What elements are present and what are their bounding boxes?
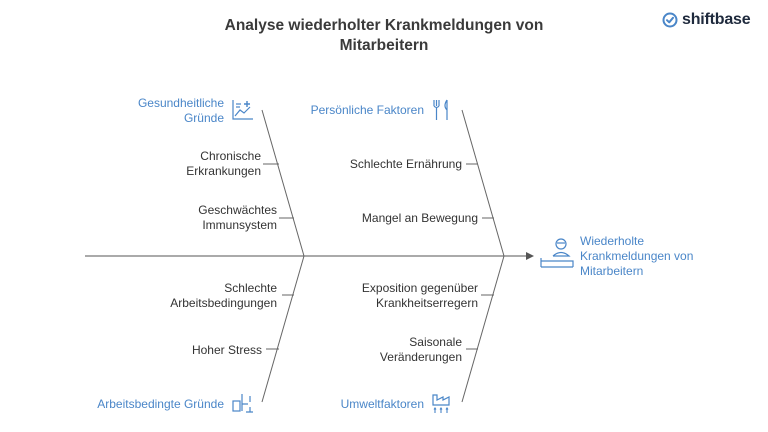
factory-icon [432, 394, 450, 413]
diagram-title: Analyse wiederholter Krankmeldungen von … [214, 16, 554, 56]
health-chart-icon [232, 100, 253, 120]
category-health: Gesundheitliche Gründe [100, 96, 224, 126]
title-line-2: Mitarbeitern [339, 37, 429, 54]
cause-environment-2: Saisonale Veränderungen [320, 335, 462, 365]
cause-personal-1: Schlechte Ernährung [349, 157, 462, 171]
cause-environment-1: Exposition gegenüber Krankheitserregern [320, 281, 478, 311]
bone-health [261, 109, 305, 257]
cause-environment-1-line-1: Exposition gegenüber [361, 281, 478, 295]
title-line-1: Analyse wiederholter Krankmeldungen von [224, 17, 544, 34]
category-health-line-1: Gesundheitliche [137, 96, 224, 110]
bone-personal [461, 109, 505, 257]
cause-health-2: Geschwächtes Immunsystem [150, 203, 277, 233]
category-personal: Persönliche Faktoren [310, 103, 424, 117]
category-health-line-2: Gründe [183, 111, 224, 125]
cause-work-2: Hoher Stress [191, 343, 262, 357]
cause-environment-2-line-1: Saisonale [409, 335, 462, 349]
cause-work-1-line-1: Schlechte [224, 281, 277, 295]
cause-personal-2: Mangel an Bewegung [361, 211, 478, 225]
cause-health-2-line-2: Immunsystem [202, 218, 277, 232]
cause-health-2-line-1: Geschwächtes [198, 203, 277, 217]
category-environment: Umweltfaktoren [340, 397, 424, 411]
cause-health-1-line-2: Erkrankungen [186, 164, 261, 178]
spine-arrowhead [526, 252, 534, 260]
brand-name: shiftbase [682, 11, 751, 28]
cause-environment-1-line-2: Krankheitserregern [375, 296, 478, 310]
bone-environment [461, 255, 505, 403]
effect-line-1: Wiederholte [580, 234, 645, 248]
category-work: Arbeitsbedingte Gründe [97, 397, 224, 411]
cause-environment-2-line-2: Veränderungen [379, 350, 462, 364]
cause-health-1-line-1: Chronische [200, 149, 261, 163]
cause-work-1: Schlechte Arbeitsbedingungen [140, 281, 277, 311]
effect-label: Wiederholte Krankmeldungen von Mitarbeit… [580, 234, 760, 279]
bone-work [261, 255, 305, 403]
desk-icon [232, 394, 253, 413]
effect-line-3: Mitarbeitern [580, 264, 644, 278]
effect-line-2: Krankmeldungen von [580, 249, 694, 263]
sick-person-icon [540, 238, 574, 268]
cause-health-1: Chronische Erkrankungen [150, 149, 261, 179]
brand-logo: shiftbase [662, 11, 751, 29]
shiftbase-logo-icon [662, 12, 678, 28]
cause-work-1-line-2: Arbeitsbedingungen [170, 296, 277, 310]
cutlery-icon [433, 99, 448, 120]
